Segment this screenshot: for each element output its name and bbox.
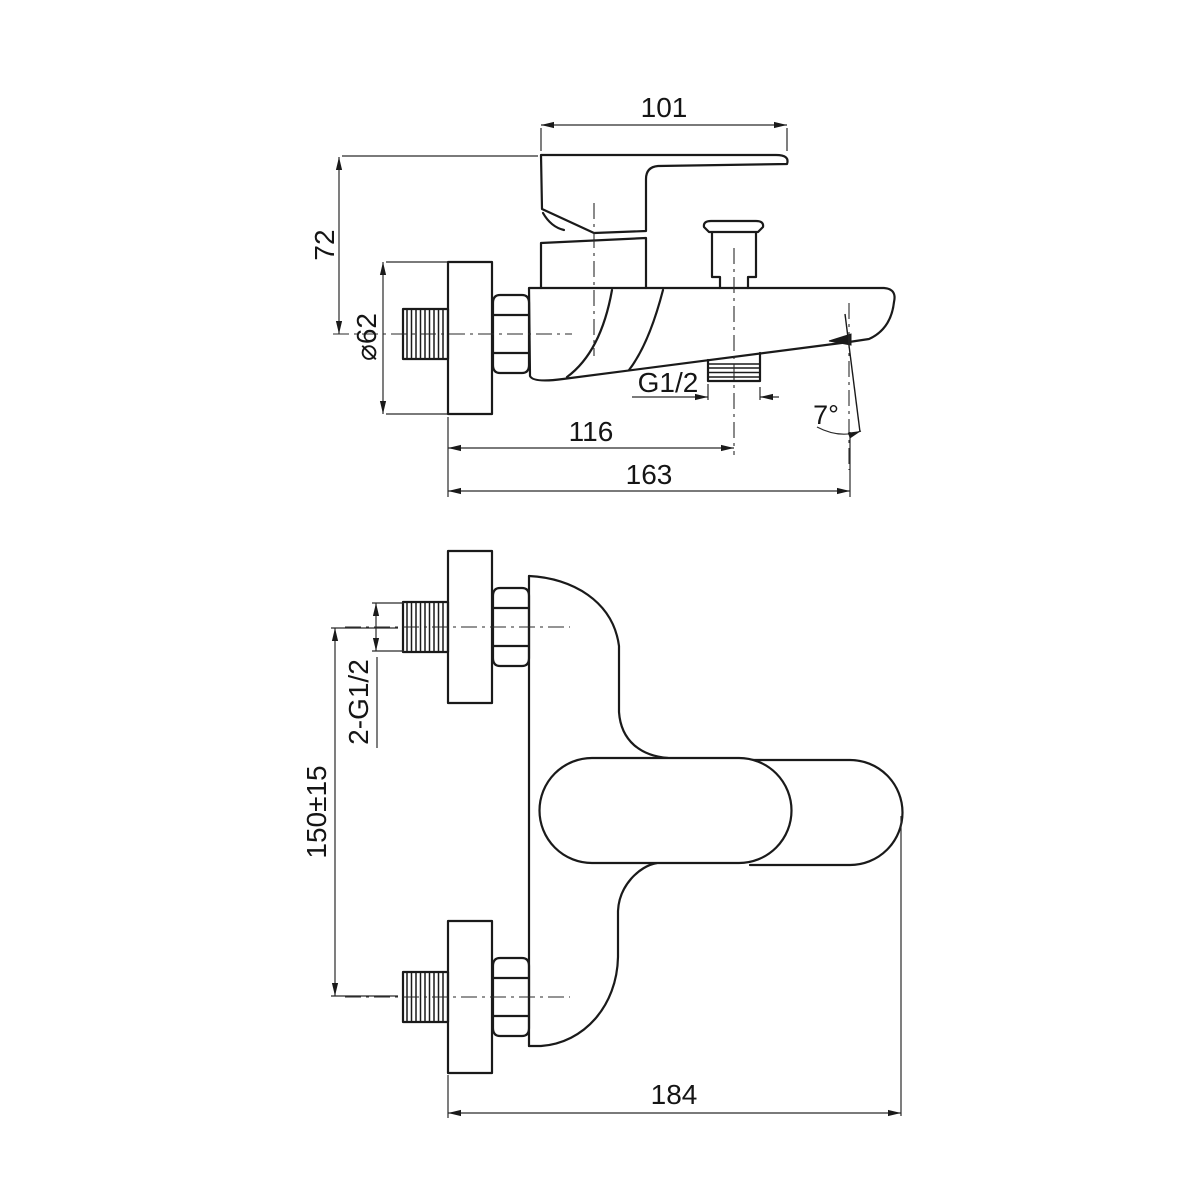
inlet-thread-label: 2-G1/2 — [343, 659, 374, 745]
inlet-spacing-label: 150±15 — [301, 765, 332, 858]
hex-nut — [491, 293, 531, 375]
handle-grip-outline — [748, 758, 904, 867]
spout-angle-arc — [816, 426, 862, 439]
handle-pivot-arc — [541, 211, 566, 232]
dim-72-label: 72 — [309, 229, 340, 260]
front-body-upper-neck — [527, 574, 670, 760]
lower-inlet-nipple — [401, 970, 450, 1024]
dim-116-label: 116 — [569, 416, 614, 447]
side-view: 101 72 ⌀62 G1/2 116 163 7° — [309, 92, 896, 497]
spout-angle-line — [844, 313, 861, 433]
upper-hex-nut — [491, 586, 531, 668]
valve-body-capsule — [538, 756, 793, 865]
side-view-centerlines — [333, 203, 850, 470]
front-body-lower-neck — [527, 861, 659, 1048]
spout-mouth-wedge — [828, 333, 852, 346]
spout-angle-label: 7° — [813, 400, 839, 430]
wall-flange — [446, 260, 494, 416]
front-view-extension-lines — [331, 602, 902, 1118]
body-waterfall-curves — [565, 288, 665, 379]
side-view-extension-lines — [342, 128, 851, 497]
inlet-nipple — [401, 307, 450, 361]
dim-163-label: 163 — [626, 459, 673, 490]
body-outline — [527, 286, 896, 382]
dim-184-label: 184 — [651, 1079, 698, 1110]
diverter-knob — [702, 219, 765, 290]
dim-diameter62-label: ⌀62 — [351, 313, 382, 361]
outlet-thread-label: G1/2 — [638, 367, 699, 398]
front-view: 2-G1/2 150±15 184 — [301, 549, 904, 1118]
front-view-centerlines — [345, 626, 570, 998]
handle-outline — [539, 153, 789, 235]
upper-inlet-nipple — [401, 600, 450, 654]
dim-101-label: 101 — [641, 92, 688, 123]
shower-outlet-thread — [706, 351, 762, 383]
lower-hex-nut — [491, 956, 531, 1038]
